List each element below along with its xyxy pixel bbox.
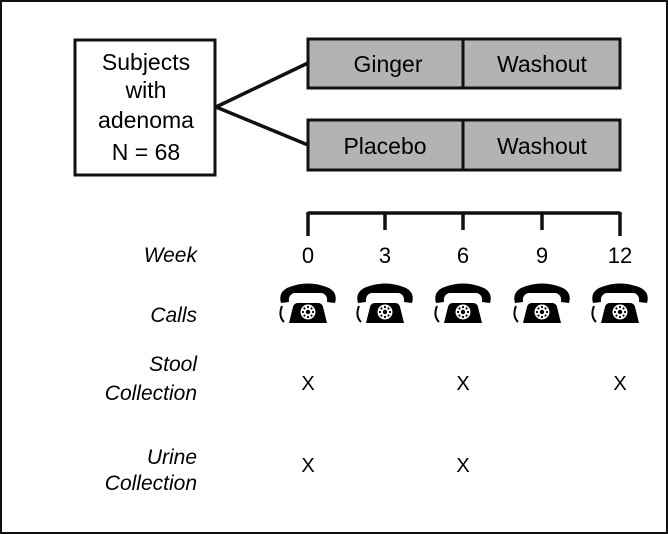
stool-mark-week-12: X bbox=[613, 373, 626, 395]
calls-row-label: Calls bbox=[150, 304, 197, 327]
telephone-icon bbox=[356, 283, 413, 323]
subjects-line-2: with bbox=[125, 77, 167, 103]
week-label-3: 3 bbox=[379, 243, 391, 268]
ginger-label: Ginger bbox=[353, 51, 422, 77]
week-row-label: Week bbox=[144, 244, 199, 267]
telephone-icon bbox=[434, 283, 491, 323]
stool-label-line-1: Stool bbox=[149, 353, 198, 376]
stool-mark-week-0: X bbox=[301, 373, 314, 395]
washout-box-1 bbox=[461, 37, 622, 90]
washout-label-2: Washout bbox=[497, 133, 588, 159]
ginger-arm-box bbox=[306, 37, 465, 90]
washout-box-2 bbox=[461, 118, 622, 172]
urine-mark-week-6: X bbox=[456, 455, 469, 477]
telephone-icon bbox=[591, 283, 648, 323]
subjects-count: N = 68 bbox=[112, 139, 180, 165]
stool-label-line-2: Collection bbox=[105, 382, 197, 405]
week-label-6: 6 bbox=[457, 243, 469, 268]
week-labels: 0 3 6 9 12 bbox=[302, 243, 632, 268]
urine-mark-week-0: X bbox=[301, 455, 314, 477]
subjects-line-1: Subjects bbox=[102, 49, 190, 75]
urine-label-line-1: Urine bbox=[147, 446, 197, 469]
week-label-0: 0 bbox=[302, 243, 314, 268]
subjects-line-3: adenoma bbox=[98, 107, 194, 133]
placebo-arm-box bbox=[306, 118, 465, 172]
placebo-label: Placebo bbox=[343, 133, 426, 159]
urine-label-line-2: Collection bbox=[105, 472, 197, 495]
telephone-icon bbox=[279, 283, 336, 323]
subjects-box bbox=[73, 38, 217, 177]
washout-label-1: Washout bbox=[497, 51, 588, 77]
branch-line-ginger bbox=[215, 61, 309, 109]
timeline-ticks bbox=[306, 212, 622, 236]
week-label-9: 9 bbox=[536, 243, 548, 268]
telephone-icon bbox=[513, 283, 570, 323]
branch-line-placebo bbox=[215, 105, 309, 147]
calls-row bbox=[279, 283, 648, 323]
week-label-12: 12 bbox=[608, 243, 632, 268]
stool-mark-week-6: X bbox=[456, 373, 469, 395]
